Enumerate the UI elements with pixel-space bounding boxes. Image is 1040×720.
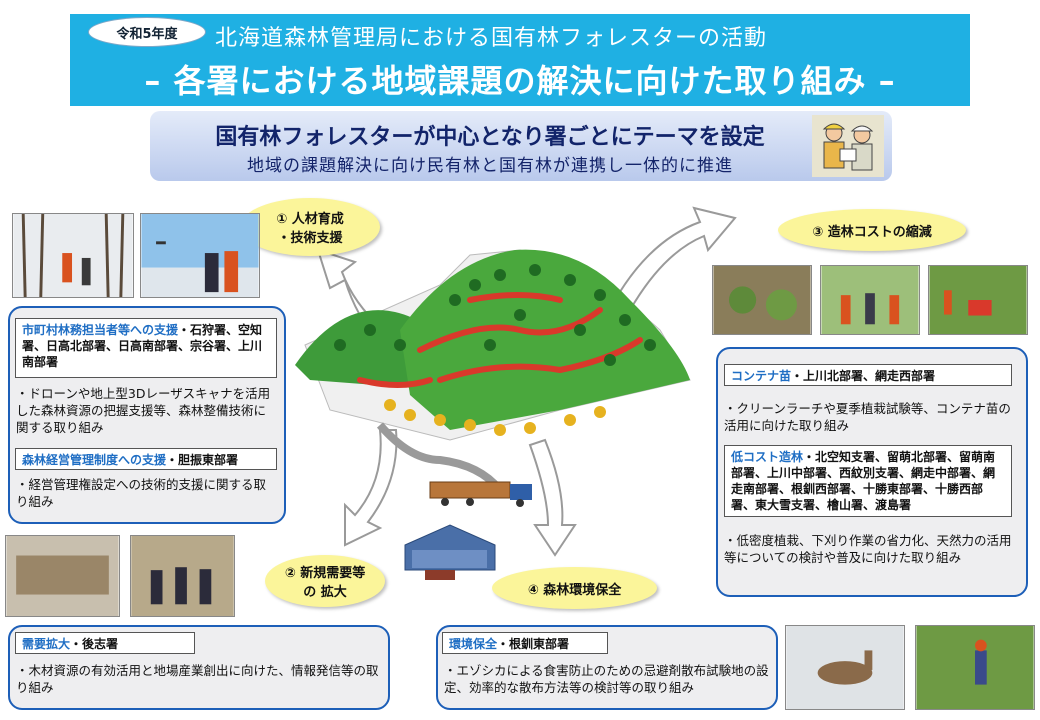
theme-4-label: ④ 森林環境保全 <box>527 582 622 598</box>
panel2-header-rest: ・後志署 <box>70 637 119 651</box>
hill-main <box>400 249 690 430</box>
theme-3-label: ③ 造林コストの縮減 <box>812 224 932 240</box>
theme-1-line2: ・技術支援 <box>277 231 343 246</box>
year-badge: 令和5年度 <box>88 17 206 47</box>
panel1-header2: 森林経営管理制度への支援・胆振東部署 <box>15 448 277 470</box>
photo-meeting <box>130 535 235 617</box>
arrow-to-theme4 <box>528 438 577 557</box>
panel1-header2-rest: ・胆振東部署 <box>166 453 239 467</box>
forest-path <box>357 292 643 388</box>
banner-title: 国有林フォレスターが中心となり署ごとにテーマを設定 <box>215 125 765 150</box>
photo-forest-training <box>12 213 134 298</box>
banner-subtitle: 地域の課題解決に向け民有林と国有林が連携し一体的に推進 <box>247 156 733 176</box>
theme-4-oval: ④ 森林環境保全 <box>492 567 657 609</box>
panel4-header: 環境保全・根釧東部署 <box>442 632 608 654</box>
forest-trees <box>334 264 656 366</box>
panel1-header1: 市町村林務担当者等への支援・石狩署、空知署、日高北部署、日高南部署、宗谷署、上川… <box>15 318 277 378</box>
theme-1-oval: ① 人材育成 ・技術支援 <box>240 198 380 256</box>
panel3-text1: ・クリーンラーチや夏季植栽試験等、コンテナ苗の活用に向けた取り組み <box>724 401 1011 433</box>
panel3-header2: 低コスト造林・北空知支署、留萌北部署、留萌南部署、上川中部署、西紋別支署、網走中… <box>724 445 1012 517</box>
panel3-text2: ・低密度植栽、下刈り作業の省力化、天然力の活用等についての検討や普及に向けた取り… <box>724 533 1012 565</box>
theme-2-line2: の 拡大 <box>303 585 347 600</box>
panel3-header1-rest: ・上川北部署、網走西部署 <box>791 369 936 383</box>
yellow-trees <box>384 399 606 436</box>
photo-mowing-machine <box>928 265 1028 335</box>
panel1-text2: ・経営管理権設定への技術的支援に関する取り組み <box>16 477 267 509</box>
arrow-to-theme2 <box>344 429 398 547</box>
photo-wood-exhibit <box>5 535 120 617</box>
photo-deer <box>785 625 905 710</box>
photo-site-inspection <box>820 265 920 335</box>
theme-1-line1: ① 人材育成 <box>276 212 344 227</box>
log-truck <box>429 481 532 507</box>
panel1-text1: ・ドローンや地上型3Dレーザスキャナを活用した森林資源の把握支援等、森林整備技術… <box>16 386 271 435</box>
road <box>376 422 504 493</box>
photo-drone-field <box>140 213 260 298</box>
banner <box>150 111 892 181</box>
panel4-header-key: 環境保全 <box>449 637 498 651</box>
panel1-header1-key: 市町村林務担当者等への支援 <box>22 323 179 337</box>
panel4-header-rest: ・根釧東部署 <box>497 637 570 651</box>
photo-repellent-spraying <box>915 625 1035 710</box>
panel2-header-key: 需要拡大 <box>22 637 71 651</box>
panel2-header: 需要拡大・後志署 <box>15 632 195 654</box>
header-band <box>70 14 970 106</box>
panel1-header2-key: 森林経営管理制度への支援 <box>22 453 167 467</box>
foresters-illustration <box>812 115 884 177</box>
theme-2-line1: ② 新規需要等 <box>284 566 366 581</box>
theme-3-oval: ③ 造林コストの縮減 <box>778 209 966 251</box>
panel3-header1: コンテナ苗・上川北部署、網走西部署 <box>724 364 1012 386</box>
theme-2-oval: ② 新規需要等 の 拡大 <box>265 555 385 607</box>
panel3-header2-rest: ・北空知支署、留萌北部署、留萌南部署、上川中部署、西紋別支署、網走中部署、網走南… <box>731 450 996 512</box>
page-title: 北海道森林管理局における国有林フォレスターの活動 <box>215 26 768 51</box>
arrow-to-theme3 <box>613 206 737 307</box>
photo-seedlings <box>712 265 812 335</box>
panel4-text: ・エゾシカによる食害防止のための忌避剤散布試験地の設定、効率的な散布方法等の検討… <box>444 663 769 695</box>
panel3-header2-key: 低コスト造林 <box>731 450 804 464</box>
panel1-header1-rest: ・石狩署、空知署、日高北部署、日高南部署、宗谷署、上川南部署 <box>22 323 263 369</box>
panel3-header1-key: コンテナ苗 <box>731 369 792 383</box>
factory <box>404 524 496 580</box>
panel2-text: ・木材資源の有効活用と地場産業創出に向けた、情報発信等の取り組み <box>16 663 379 695</box>
page-subtitle: – 各署における地域課題の解決に向けた取り組み – <box>144 62 896 100</box>
